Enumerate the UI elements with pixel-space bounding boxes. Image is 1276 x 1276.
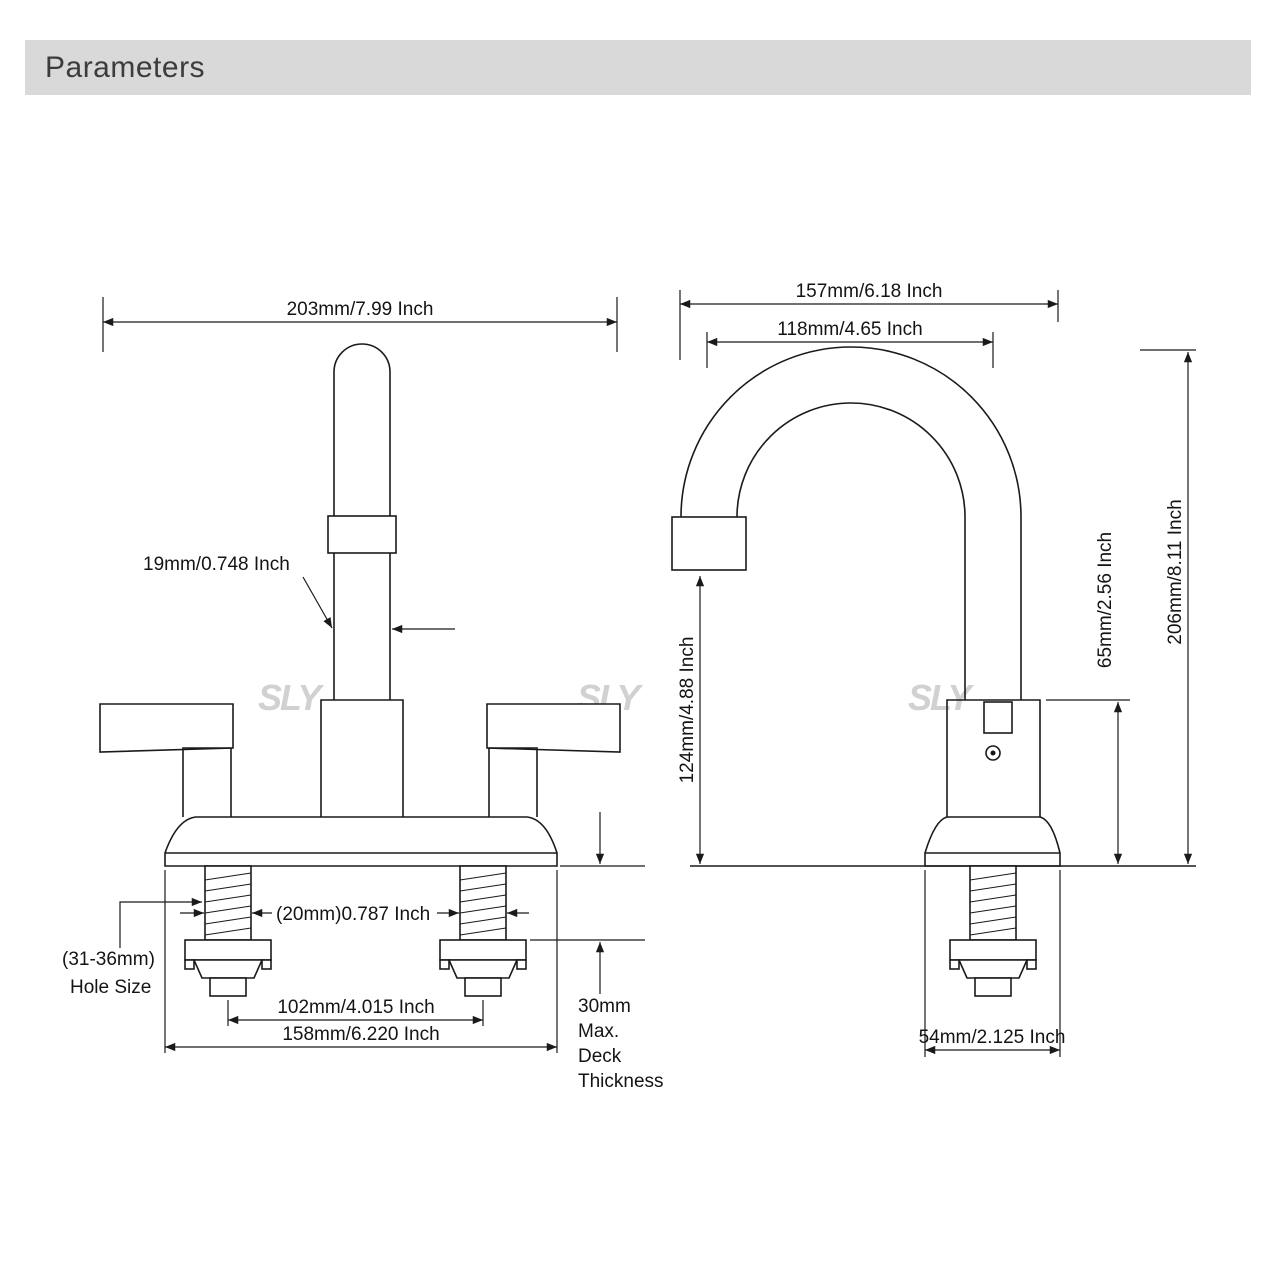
extension-lines	[924, 870, 1061, 1057]
right-threaded-shank	[459, 865, 507, 941]
gooseneck-outer-edge	[680, 346, 1022, 700]
set-screw-hole	[985, 745, 1001, 761]
deck-thickness-line4: Thickness	[578, 1071, 664, 1092]
front-view-faucet	[99, 343, 621, 997]
left-mounting-nut	[184, 939, 272, 997]
front-view-dimensions: 203mm/7.99 Inch 19mm/0.748 Inch (20mm)0.…	[62, 297, 664, 1092]
right-handle-blade	[486, 703, 621, 753]
side-view-dimensions: 157mm/6.18 Inch 118mm/4.65 Inch 124mm/4.…	[677, 281, 1196, 1057]
hole-size-leader	[119, 897, 202, 948]
dim-spout-reach: 118mm/4.65 Inch	[777, 319, 922, 340]
spout-collar	[327, 515, 397, 554]
spout-tube-outline	[333, 343, 391, 700]
right-mounting-nut	[439, 939, 527, 997]
dim-overall-height: 206mm/8.11 Inch	[1165, 499, 1186, 644]
left-handle-post	[182, 747, 232, 817]
parameters-header-bar: Parameters	[25, 40, 1251, 95]
dim-spout-height: 124mm/4.88 Inch	[677, 637, 698, 784]
left-threaded-shank	[204, 865, 252, 941]
left-handle-blade	[99, 703, 234, 753]
base-escutcheon	[164, 816, 558, 867]
deck-thickness-line3: Deck	[578, 1046, 622, 1067]
base-escutcheon-side	[924, 816, 1061, 867]
body-column	[946, 699, 1041, 817]
dim-spout-diameter: 19mm/0.748 Inch	[143, 554, 290, 575]
dim-base-depth: 54mm/2.125 Inch	[919, 1027, 1066, 1048]
mounting-nut-side	[949, 939, 1037, 997]
dim-handle-centers: 102mm/4.015 Inch	[277, 997, 434, 1018]
deck-thickness-line1: 30mm	[578, 996, 631, 1017]
threaded-shank-side	[969, 865, 1017, 941]
extension-lines	[164, 870, 558, 1053]
hole-size-label-line1: (31-36mm)	[62, 949, 155, 970]
handle-edge-profile	[983, 701, 1013, 734]
right-handle-post	[488, 747, 538, 817]
hole-size-label-line2: Hole Size	[70, 977, 151, 998]
dim-overall-reach: 157mm/6.18 Inch	[796, 281, 943, 302]
spout-aerator	[671, 516, 747, 571]
center-body	[320, 699, 404, 817]
deck-reference-lines	[530, 865, 645, 941]
leader-line	[302, 576, 333, 629]
watermark-text: SLY	[258, 677, 324, 718]
dim-body-height: 65mm/2.56 Inch	[1095, 532, 1116, 668]
dim-overall-width: 203mm/7.99 Inch	[287, 299, 434, 320]
gooseneck-inner-edge	[736, 402, 966, 700]
set-screw-dot	[990, 750, 996, 756]
deck-thickness-line2: Max.	[578, 1021, 619, 1042]
page-title: Parameters	[45, 50, 206, 84]
side-view-faucet	[671, 346, 1196, 997]
dim-base-width: 158mm/6.220 Inch	[282, 1024, 439, 1045]
dim-shank-diameter: (20mm)0.787 Inch	[276, 904, 430, 925]
